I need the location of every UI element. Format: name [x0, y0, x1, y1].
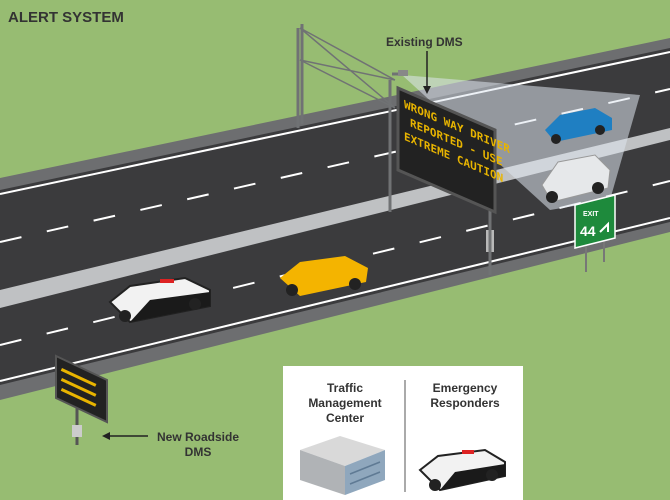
tmc-label-line1: Traffic — [327, 381, 363, 395]
er-label-line2: Responders — [430, 396, 500, 410]
building-icon — [300, 436, 385, 495]
roadside-dms-label-line1: New Roadside — [157, 430, 239, 444]
tmc-label-line3: Center — [326, 411, 364, 425]
page-title: ALERT SYSTEM — [8, 9, 124, 26]
police-car — [108, 276, 211, 324]
existing-dms-label: Existing DMS — [386, 35, 463, 49]
median — [0, 128, 670, 308]
lane-edge-lines — [0, 51, 670, 382]
legend-box: Traffic Management Center Emergency Resp… — [283, 366, 523, 500]
exit-sign: EXIT 44 — [574, 194, 616, 272]
roadside-dms-sign — [55, 354, 108, 445]
exit-word: EXIT — [583, 211, 599, 218]
er-label-line1: Emergency — [433, 381, 498, 395]
taxi — [280, 256, 368, 296]
roadside-dms-label-line2: DMS — [185, 445, 212, 459]
silver-car — [541, 154, 611, 203]
police-car-icon — [418, 448, 506, 492]
exit-number: 44 — [580, 223, 596, 239]
tmc-label-line2: Management — [308, 396, 381, 410]
camera-icon — [398, 70, 408, 76]
blue-car — [545, 108, 612, 144]
